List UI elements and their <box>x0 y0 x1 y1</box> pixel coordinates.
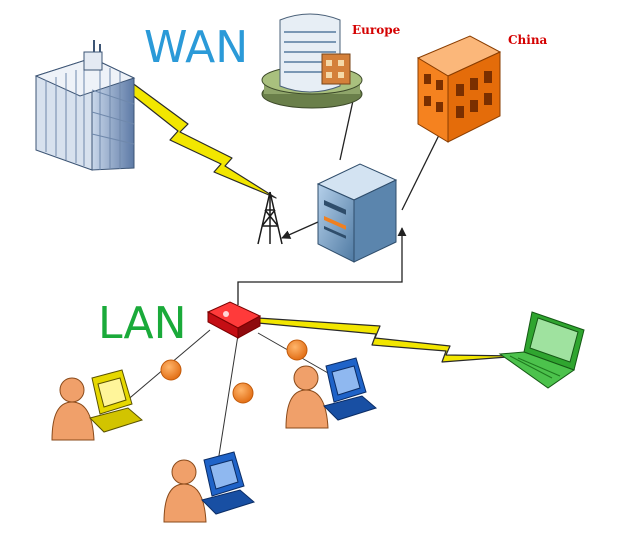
europe-office-icon <box>261 13 363 109</box>
link-server-to-china <box>401 126 444 211</box>
link-router-to-bottom-pc <box>216 334 239 469</box>
laptop-icon <box>498 311 585 389</box>
lan-connector-dot <box>160 359 182 381</box>
link-router-to-server <box>237 227 407 305</box>
europe-label: Europe <box>352 23 401 37</box>
link-server-to-tower <box>281 221 319 239</box>
computer-icon <box>201 451 256 515</box>
radio-tower-icon <box>257 191 283 245</box>
china-building-icon <box>416 35 502 143</box>
wireless-link-laptop-bolt <box>257 317 521 363</box>
person-icon <box>51 377 95 441</box>
wireless-link-tower-bolt <box>115 73 277 199</box>
user-workstation-icon <box>51 369 144 441</box>
wan-label: WAN <box>144 22 248 73</box>
lan-connector-dot <box>286 339 308 361</box>
computer-icon <box>89 369 144 433</box>
lan-connector-dot <box>232 382 254 404</box>
person-icon <box>285 365 329 429</box>
lan-label: LAN <box>98 298 187 349</box>
user-workstation-icon <box>163 451 256 523</box>
computer-icon <box>323 357 378 421</box>
router-icon <box>206 301 262 339</box>
server-icon <box>316 163 398 263</box>
user-workstation-icon <box>285 357 378 429</box>
person-icon <box>163 459 207 523</box>
china-label: China <box>508 33 548 47</box>
connections <box>124 86 444 469</box>
office-tower-icon <box>34 40 136 171</box>
